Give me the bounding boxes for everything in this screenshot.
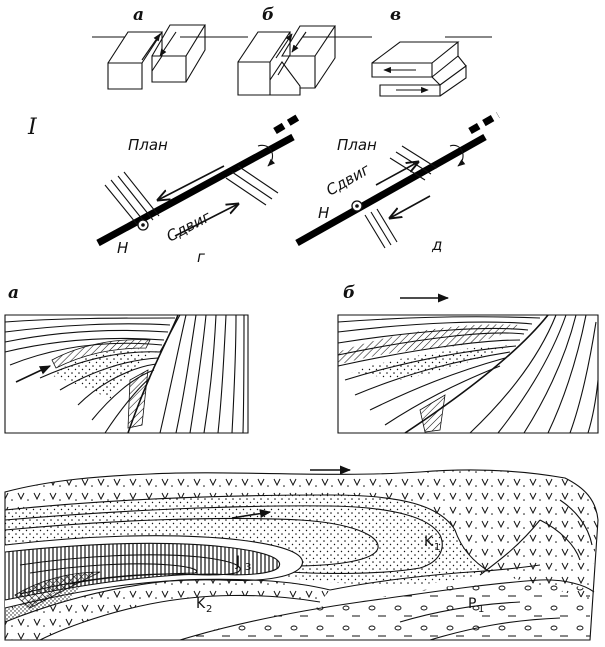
panel-label-v: в (390, 5, 401, 25)
fold-section-a (4, 314, 249, 434)
plan-view-g: План Н Сдвиг г (96, 112, 302, 266)
svg-text:K: K (424, 534, 434, 550)
offset-bed-left-g (104, 171, 160, 229)
panel-label-a: а (133, 5, 144, 25)
plan-letter-g: г (197, 248, 205, 266)
point-label-g: Н (117, 239, 128, 257)
fault-trace-a (127, 314, 179, 434)
fault-trace-b (404, 314, 549, 434)
block-diagram-v (371, 41, 467, 97)
middle-label-b: б (343, 283, 355, 303)
offset-bed-lower-d (364, 208, 398, 249)
fault-line-d (295, 133, 487, 247)
unit-label-k1: K 1 (424, 534, 440, 553)
svg-text:2: 2 (206, 604, 212, 615)
thrust-arrow-a (15, 365, 52, 383)
svg-text:K: K (196, 596, 206, 612)
plan-view-d: План Н Сдвиг д (295, 111, 500, 254)
geologic-section (4, 469, 599, 641)
section-label: I (27, 115, 38, 140)
plan-letter-d: д (431, 236, 442, 254)
svg-text:1: 1 (434, 542, 440, 553)
shift-label-g: Сдвиг (163, 207, 213, 245)
block-diagram-b (237, 25, 337, 96)
motion-arrow-down-d (390, 195, 431, 218)
offset-bed-right-g (225, 165, 279, 206)
plan-label-d: План (337, 136, 377, 154)
unit-label-j3: J 3 (235, 554, 251, 573)
unit-label-p1: P 1 (468, 596, 484, 615)
svg-text:P: P (468, 596, 476, 612)
fault-line-g (96, 133, 295, 247)
svg-text:J: J (235, 554, 240, 570)
rotation-arrow-d (449, 144, 466, 167)
plan-label-g: План (128, 136, 168, 154)
middle-label-a: а (8, 283, 19, 303)
motion-arrow-right-g (174, 204, 238, 237)
motion-arrow-up-d (375, 162, 418, 186)
panel-label-b: б (262, 5, 274, 25)
section-inner-arrow (231, 509, 272, 519)
rotation-arrow-g (257, 144, 276, 167)
block-diagram-a (107, 24, 206, 90)
fold-section-b (337, 293, 599, 434)
svg-text:3: 3 (245, 562, 251, 573)
svg-text:1: 1 (478, 604, 484, 615)
motion-arrow-left-g (158, 165, 225, 200)
unit-label-k2: K 2 (196, 596, 212, 615)
point-label-d: Н (318, 204, 329, 222)
shift-label-d: Сдвиг (323, 160, 373, 199)
